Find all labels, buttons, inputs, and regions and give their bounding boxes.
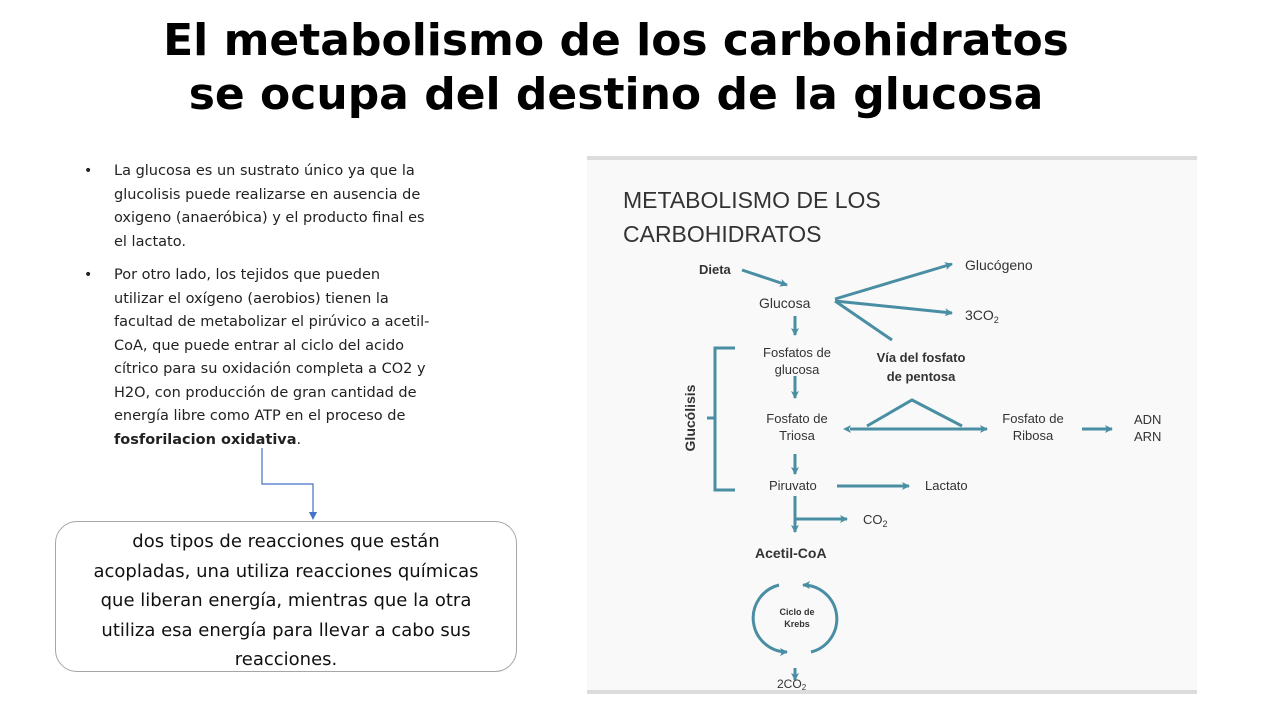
bold-term: fosforilacion oxidativa: [114, 431, 297, 448]
bullet-line-last: fosforilacion oxidativa.: [114, 429, 492, 453]
bullet-line: glucolisis puede realizarse en ausencia …: [114, 186, 421, 203]
bullet-line: Por otro lado, los tejidos que pueden: [114, 267, 381, 283]
node-piruvato: Piruvato: [769, 478, 817, 493]
krebs-arc-left: [751, 583, 788, 656]
diagram-svg: METABOLISMO DE LOS CARBOHIDRATOS: [623, 187, 1161, 690]
node-via-1: Vía del fosfato: [877, 350, 966, 365]
node-triosa-2: Triosa: [779, 428, 815, 443]
node-dieta: Dieta: [699, 262, 732, 277]
diagram-heading-1: METABOLISMO DE LOS: [623, 187, 881, 213]
glycolysis-bracket: [713, 346, 735, 492]
label-glucolisis: Glucólisis: [682, 384, 698, 451]
node-glucogeno: Glucógeno: [965, 257, 1033, 273]
node-fosfatos-2: glucosa: [775, 362, 821, 377]
bullet-line: CoA, que puede entrar al ciclo del acido: [114, 337, 405, 354]
callout-line: acopladas, una utiliza reacciones químic…: [93, 560, 479, 582]
slide-title: El metabolismo de los carbohidratos se o…: [0, 14, 1232, 122]
callout-line: reacciones.: [234, 649, 338, 670]
bullet-line: facultad de metabolizar el pirúvico a ac…: [114, 314, 430, 330]
arrow-glucosa-glucogeno: [834, 262, 953, 301]
bullet-item-aerobios: Por otro lado, los tejidos que pueden ut…: [82, 264, 492, 452]
node-acetil-coa: Acetil-CoA: [755, 545, 827, 561]
line-glucosa-via: [834, 299, 893, 342]
bullet-list: La glucosa es un sustrato único ya que l…: [82, 160, 492, 462]
node-adn: ADN: [1134, 412, 1161, 427]
node-arn: ARN: [1134, 429, 1161, 444]
krebs-arc-right: [802, 581, 839, 654]
node-ciclo-2: Krebs: [784, 619, 810, 629]
bullet-line: La glucosa es un sustrato único ya que l…: [114, 163, 415, 179]
callout-line: dos tipos de reacciones que están: [132, 531, 440, 552]
bullet-line: energía libre como ATP en el proceso de: [114, 408, 406, 424]
diagram-heading-2: CARBOHIDRATOS: [623, 221, 822, 247]
callout-box: dos tipos de reacciones que están acopla…: [55, 521, 517, 672]
title-line-2: se ocupa del destino de la glucosa: [188, 69, 1044, 120]
bullet-line: utilizar el oxígeno (aerobios) tienen la: [114, 290, 389, 307]
node-3co2: 3CO2: [965, 307, 999, 325]
node-lactato: Lactato: [925, 478, 968, 493]
metabolism-diagram: METABOLISMO DE LOS CARBOHIDRATOS: [587, 156, 1197, 694]
bullet-item-glucosa: La glucosa es un sustrato único ya que l…: [82, 160, 492, 254]
node-glucosa: Glucosa: [759, 295, 811, 311]
callout-line: utiliza esa energía para llevar a cabo s…: [101, 619, 471, 641]
bullet-line: H2O, con producción de gran cantidad de: [114, 384, 417, 401]
node-ciclo-1: Ciclo de: [779, 607, 814, 617]
bullet-line: cítrico para su oxidación completa a CO2…: [114, 361, 426, 377]
pentose-triangle: [866, 398, 963, 428]
callout-line: que liberan energía, mientras que la otr…: [100, 590, 472, 611]
node-triosa-1: Fosfato de: [766, 411, 827, 426]
node-ribosa-1: Fosfato de: [1002, 411, 1063, 426]
arrow-dieta-glucosa: [741, 268, 788, 287]
bullet-line: el lactato.: [114, 233, 186, 250]
node-fosfatos-1: Fosfatos de: [763, 345, 831, 360]
bullet-period: .: [296, 431, 302, 448]
node-via-2: de pentosa: [887, 369, 956, 384]
node-co2: CO2: [863, 512, 888, 529]
arrow-glucosa-co2: [834, 299, 953, 317]
bullet-line: oxigeno (anaeróbica) y el producto final…: [114, 210, 425, 226]
node-ribosa-2: Ribosa: [1013, 428, 1054, 443]
node-final-co2: 2CO2: [777, 677, 807, 690]
title-line-1: El metabolismo de los carbohidratos: [163, 15, 1069, 66]
